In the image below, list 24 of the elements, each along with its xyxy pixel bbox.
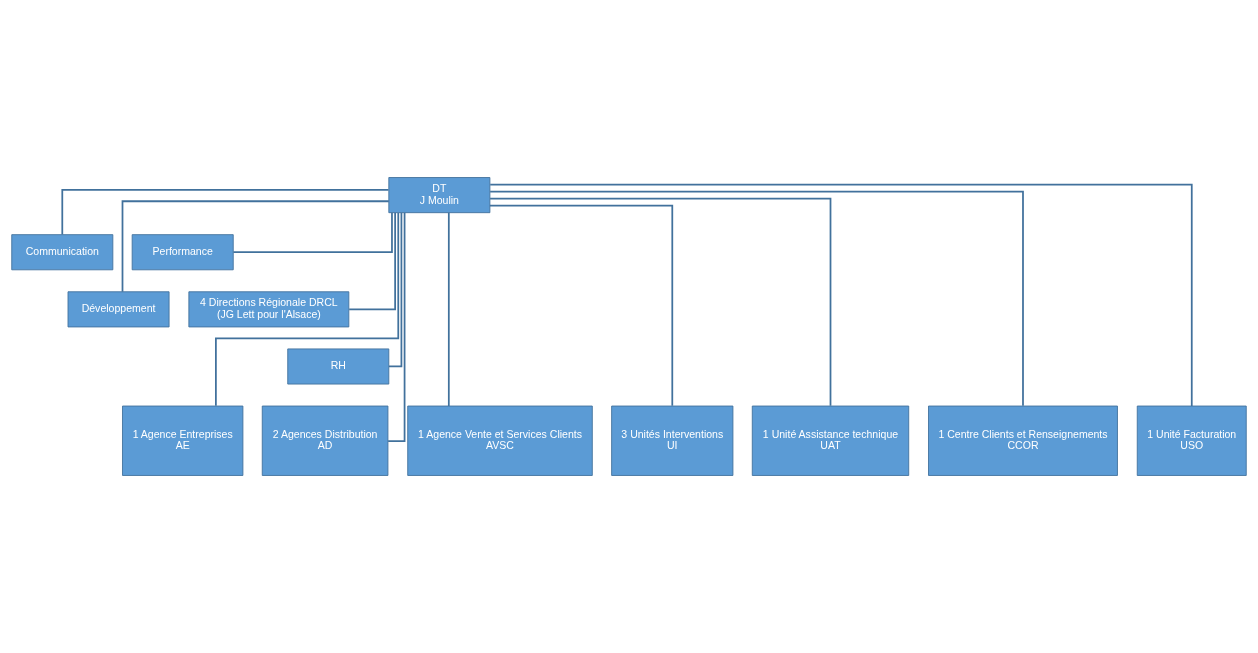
node-box: 1 Agence Vente et Services Clients AVSC bbox=[407, 405, 593, 476]
node-box: 1 Centre Clients et Renseignements CCOR bbox=[928, 405, 1118, 476]
connector bbox=[232, 212, 393, 254]
node-box: 2 Agences Distribution AD bbox=[261, 405, 389, 476]
connector bbox=[388, 211, 403, 368]
node-box: DT J Moulin bbox=[388, 177, 491, 214]
node-box: Développement bbox=[67, 291, 170, 328]
connector bbox=[489, 183, 1193, 407]
connector bbox=[489, 197, 832, 407]
node-box: 1 Unité Assistance technique UAT bbox=[751, 405, 910, 476]
node-box: RH bbox=[287, 348, 390, 385]
node-box: 1 Unité Facturation USO bbox=[1136, 405, 1247, 476]
node-box: Communication bbox=[11, 234, 114, 271]
node-box: 1 Agence Entreprises AE bbox=[122, 405, 244, 476]
connector bbox=[348, 211, 396, 311]
connector bbox=[447, 211, 450, 407]
connector bbox=[489, 204, 674, 407]
node-box: Performance bbox=[131, 234, 234, 271]
connector bbox=[61, 188, 390, 236]
node-box: 4 Directions Régionale DRCL (JG Lett pour l'Alsace) bbox=[188, 291, 350, 328]
node-box: 3 Unités Interventions UI bbox=[611, 405, 734, 476]
connector bbox=[215, 212, 400, 407]
connector bbox=[121, 200, 390, 293]
connector bbox=[489, 190, 1024, 407]
